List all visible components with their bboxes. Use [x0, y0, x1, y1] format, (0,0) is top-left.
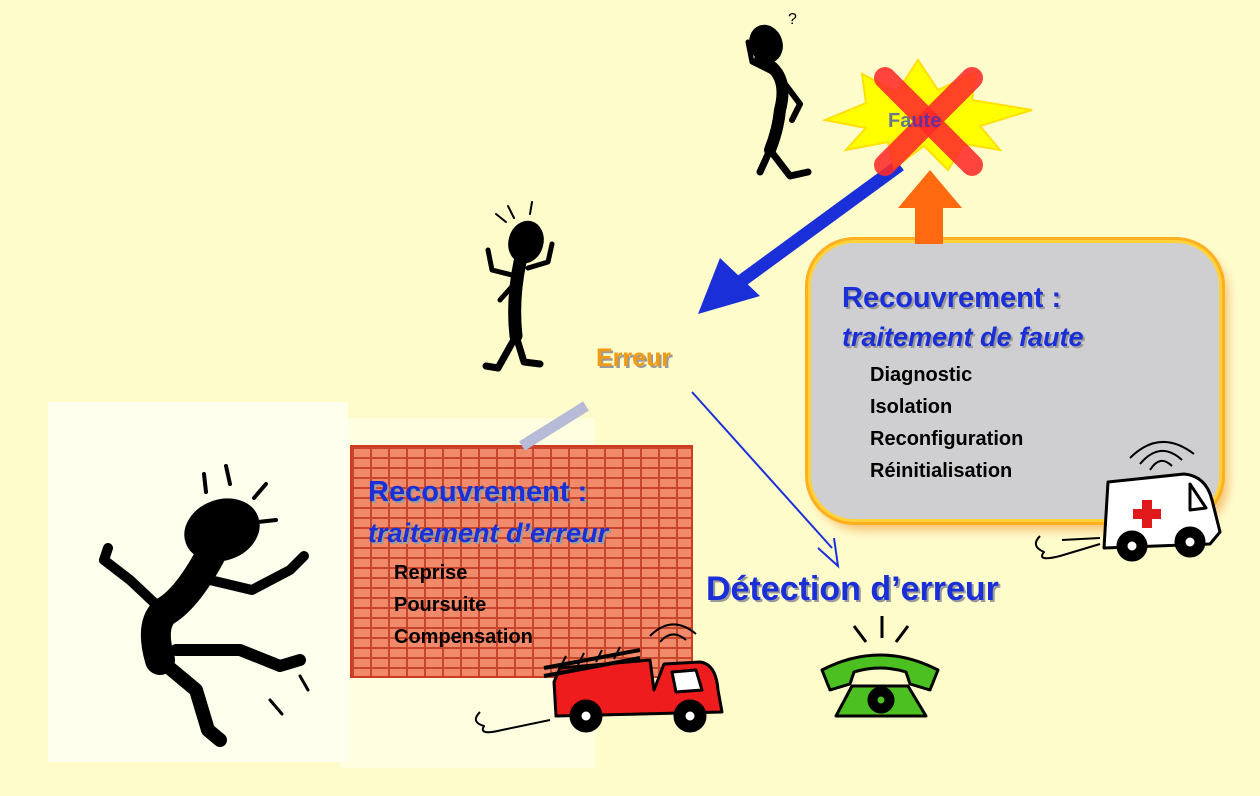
fault-to-error-arrow [736, 159, 904, 288]
error-detection-label: Détection d’erreur [706, 570, 999, 608]
treatment-to-fault-arrow [915, 206, 943, 244]
ringing-telephone-icon [820, 616, 940, 718]
error-treatment-box [350, 445, 693, 678]
fault-step-reinitialisation: Réinitialisation [870, 460, 1013, 482]
thinking-person-icon [745, 24, 812, 180]
error-recovery-subtitle: traitement d’erreur [368, 518, 609, 548]
worried-person-icon [482, 201, 555, 372]
error-to-treatment-link [519, 401, 589, 451]
fault-step-diagnostic: Diagnostic [870, 364, 973, 386]
fault-recovery-title: Recouvrement : [842, 282, 1062, 314]
error-step-compensation: Compensation [394, 626, 533, 648]
fault-step-isolation: Isolation [870, 396, 953, 418]
panic-person-icon [99, 464, 310, 747]
red-cross-icon [874, 67, 983, 176]
fault-to-error-arrowhead [698, 258, 760, 314]
fault-treatment-box [808, 240, 1222, 522]
ambulance-icon [1034, 440, 1222, 562]
error-recovery-title: Recouvrement : [368, 476, 588, 508]
error-to-detection-arrow [691, 391, 833, 549]
error-label: Erreur [596, 344, 672, 372]
fire-truck-icon [474, 623, 724, 734]
error-step-poursuite: Poursuite [394, 594, 487, 616]
fault-label: Faute [888, 110, 942, 132]
question-mark: ? [788, 11, 797, 28]
error-step-reprise: Reprise [394, 562, 468, 584]
fault-recovery-subtitle: traitement de faute [842, 322, 1084, 352]
fault-step-reconfiguration: Reconfiguration [870, 428, 1024, 450]
